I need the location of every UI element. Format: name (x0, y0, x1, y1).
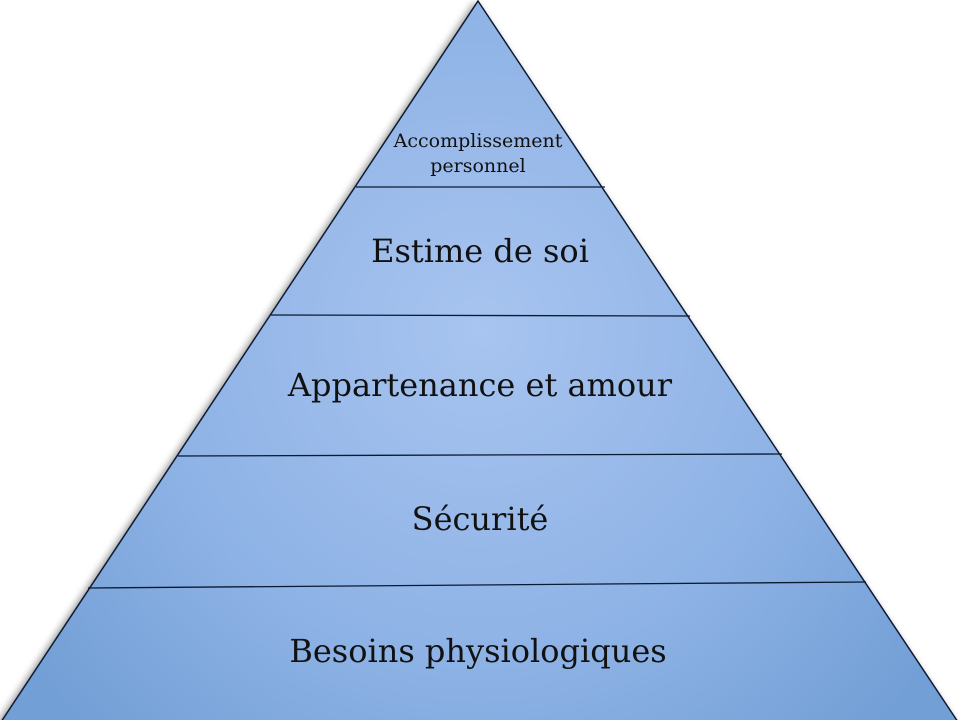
level-belonging-love: Appartenance et amour (287, 366, 673, 404)
level-safety: Sécurité (411, 500, 549, 538)
level-self-actualization: Accomplissement personnel (378, 129, 578, 179)
divider-3 (177, 453, 783, 457)
level-label-line1: Accomplissement (393, 130, 563, 152)
divider-2 (269, 314, 691, 317)
level-label-line2: personnel (430, 155, 526, 177)
level-esteem: Estime de soi (371, 232, 589, 270)
level-physiological: Besoins physiologiques (289, 632, 667, 670)
divider-4 (87, 581, 867, 589)
